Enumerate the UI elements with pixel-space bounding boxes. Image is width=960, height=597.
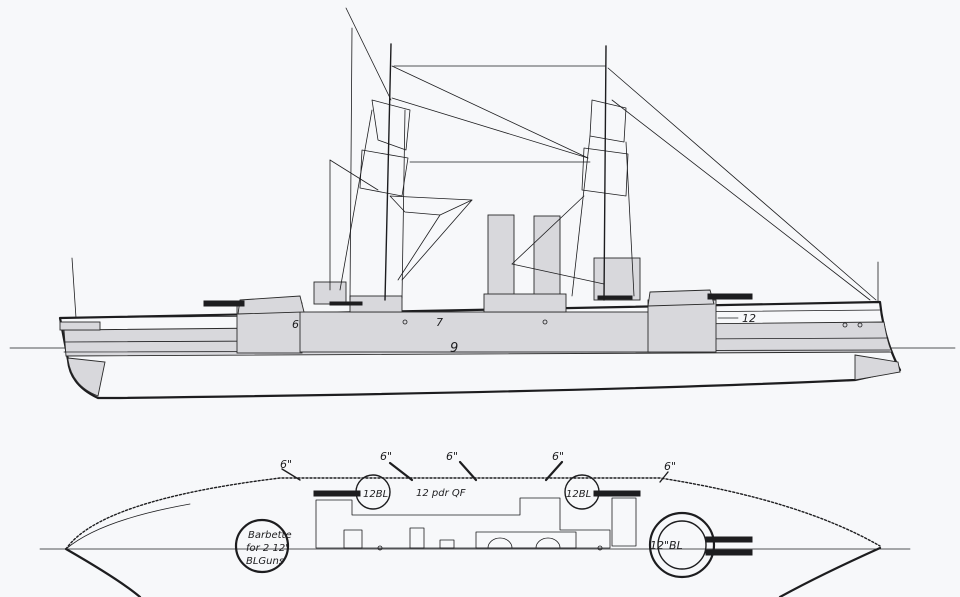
fore-mast	[511, 45, 635, 301]
armor-label-12: 12	[742, 312, 756, 325]
label-12bl-a: 12BL	[363, 489, 388, 500]
aft-mast	[329, 7, 473, 301]
barbette-gun	[705, 549, 753, 556]
funnel-aft	[487, 214, 515, 300]
barbette-aft	[234, 518, 290, 574]
inner-curve	[65, 503, 191, 550]
deck-outline	[65, 477, 881, 550]
barbette-note-2: for 2 12"	[246, 543, 290, 554]
fitting	[597, 545, 603, 551]
stern	[67, 357, 106, 397]
funnel-base	[483, 293, 567, 313]
barbette-gun	[705, 536, 753, 543]
hull-plan-lower	[778, 546, 882, 597]
fwd-turret	[647, 289, 715, 307]
central-structure	[315, 497, 611, 549]
deck-house	[439, 539, 455, 549]
gun-6-leader	[659, 471, 669, 483]
superstructure-fwd	[647, 299, 717, 353]
label-12bl-b: 12BL	[566, 489, 591, 500]
portholes	[402, 319, 863, 328]
gun-6-leader	[281, 468, 301, 481]
ram-bow	[854, 354, 901, 381]
fwd-turret-gun	[707, 293, 753, 300]
label-6-a: 6"	[280, 458, 292, 471]
label-12bl-c: 12"BL	[650, 539, 683, 552]
aft-turret-gun	[203, 300, 245, 307]
turret-gun	[313, 490, 361, 497]
secondary-gun	[597, 295, 633, 300]
label-6-b: 6"	[380, 450, 392, 463]
barbette-note-3: BLGuns	[246, 556, 284, 567]
plan-view: 12BL 12BL 12"BL Barbette for 2 12" BLGun…	[39, 450, 911, 597]
aft-turret	[237, 295, 305, 315]
fitting	[377, 545, 383, 551]
funnel-fwd	[533, 215, 561, 301]
central-block	[475, 531, 577, 549]
hull	[58, 300, 902, 400]
hull-plan-lower	[64, 547, 142, 597]
armor-label-6: 6	[292, 318, 299, 331]
armor-label-9: 9	[450, 341, 458, 356]
side-profile: 6 7 9 12	[9, 7, 956, 400]
central-arc	[487, 537, 513, 549]
gun-6-leader	[544, 460, 564, 482]
turret-gun	[593, 490, 641, 497]
stern-rail	[59, 321, 101, 331]
label-6-d: 6"	[552, 450, 564, 463]
gun-6-leader	[458, 460, 478, 482]
armor-label-7: 7	[436, 316, 443, 329]
deck-house	[611, 497, 637, 547]
deck-house	[343, 529, 363, 549]
secondary-gun	[329, 301, 363, 306]
central-arc	[535, 537, 561, 549]
rigging	[71, 65, 879, 319]
barbette-fwd	[648, 511, 716, 579]
barbette-fwd-inner	[657, 520, 707, 570]
superstructure-mid	[299, 311, 651, 353]
label-12pdr: 12 pdr QF	[416, 488, 466, 499]
label-6-c: 6"	[446, 450, 458, 463]
label-6-e: 6"	[664, 460, 676, 473]
deck-house	[409, 527, 425, 549]
barbette-note-1: Barbette	[248, 530, 292, 541]
fwd-bridge	[593, 257, 641, 301]
gun-6-leader	[388, 461, 414, 482]
